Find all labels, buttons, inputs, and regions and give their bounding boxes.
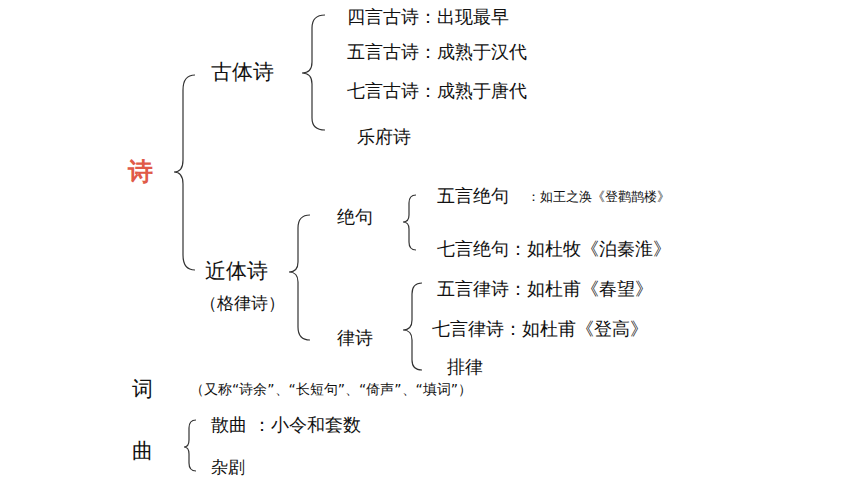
label-text: 七言律诗：如杜甫《登高》 (432, 318, 648, 340)
label-text: 五言古诗：成熟于汉代 (347, 41, 527, 63)
label-text: ：如王之涣《登鹳鹊楼》 (527, 189, 670, 205)
label-text: （格律诗） (200, 293, 285, 313)
brace (174, 75, 195, 270)
label-text: 词 (132, 377, 153, 402)
label-text: 杂剧 (211, 457, 245, 477)
label-text: 七言绝句：如杜牧《泊秦淮》 (437, 238, 671, 260)
label-text: 四言古诗：出现最早 (347, 6, 509, 28)
label-text: 古体诗 (211, 60, 274, 85)
label-text: 绝句 (337, 206, 373, 228)
label-text: 七言古诗：成熟于唐代 (347, 80, 527, 102)
label-text: 排律 (447, 356, 483, 378)
label-text: 五言律诗：如杜甫《春望》 (437, 278, 653, 300)
brace (184, 420, 196, 471)
label-text: 曲 (132, 439, 153, 464)
label-text: （又称“诗余”、“长短句”、“倚声”、“填词”） (190, 381, 472, 398)
brace (302, 15, 325, 130)
label-text: 律诗 (337, 327, 373, 349)
label-text: 散曲 ：小令和套数 (211, 414, 361, 436)
label-text: 乐府诗 (357, 126, 411, 148)
brace (289, 215, 310, 340)
label-text: 诗 (128, 157, 153, 187)
label-text: 近体诗 (205, 259, 268, 284)
label-text: 五言绝句 (437, 185, 509, 207)
brace (403, 283, 422, 370)
brace (403, 195, 416, 250)
